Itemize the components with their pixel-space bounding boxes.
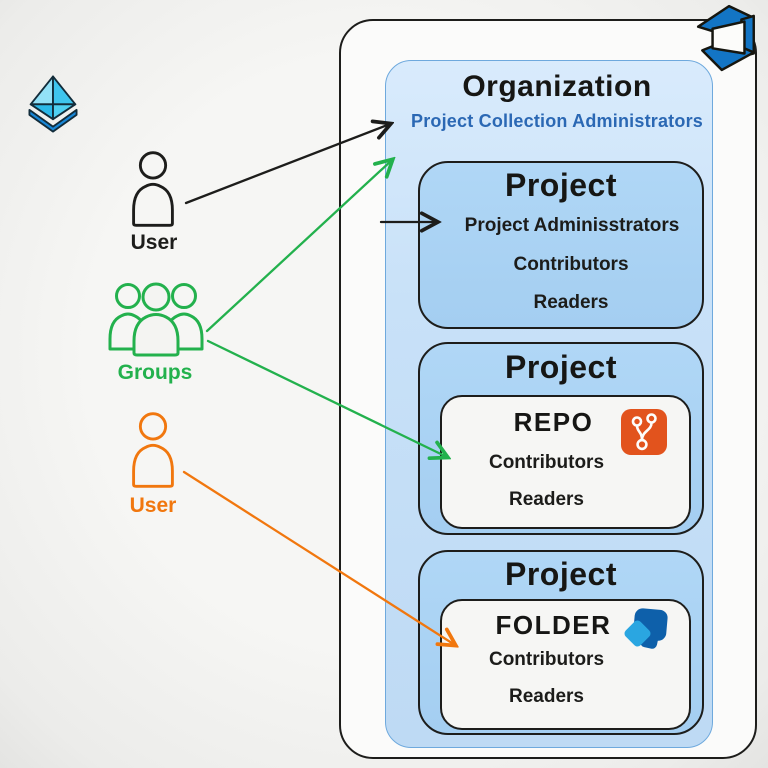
project-box-2: Project REPO Contributors Readers [418,342,704,535]
organization-box: Organization Project Collection Administ… [385,60,713,748]
repo-title: REPO [513,407,594,437]
folder-title: FOLDER [495,610,612,640]
project-title: Project [505,556,617,592]
contributors-label: Contributors [513,254,629,275]
pyramid-logo-icon [22,72,84,141]
readers-label: Readers [533,292,609,313]
user-bottom-label: User [129,494,177,517]
project-title: Project [505,167,617,203]
contributors-label: Contributors [488,452,605,473]
groups-label: Groups [117,361,193,384]
azure-devops-logo-icon [695,2,761,77]
groups-icon [104,279,208,362]
project-box-3: Project FOLDER Contributors Readers [418,550,704,735]
contributors-label: Contributors [488,649,605,670]
user-top-label: User [130,231,178,254]
project-title: Project [505,349,617,385]
project-collection-administrators-label: Project Collection Administrators [411,111,703,131]
project-box-1: Project Project Adminisstrators Contribu… [418,161,704,329]
organization-title: Organization [462,70,652,103]
project-administrators-label: Project Adminisstrators [464,215,680,236]
folder-box: FOLDER Contributors Readers [440,599,691,730]
user-icon [126,150,180,233]
readers-label: Readers [509,686,584,707]
git-branch-icon [620,408,668,461]
readers-label: Readers [509,489,584,510]
user-icon [126,412,180,493]
folder-icon [621,604,673,661]
repo-box: REPO Contributors Readers [440,395,691,529]
